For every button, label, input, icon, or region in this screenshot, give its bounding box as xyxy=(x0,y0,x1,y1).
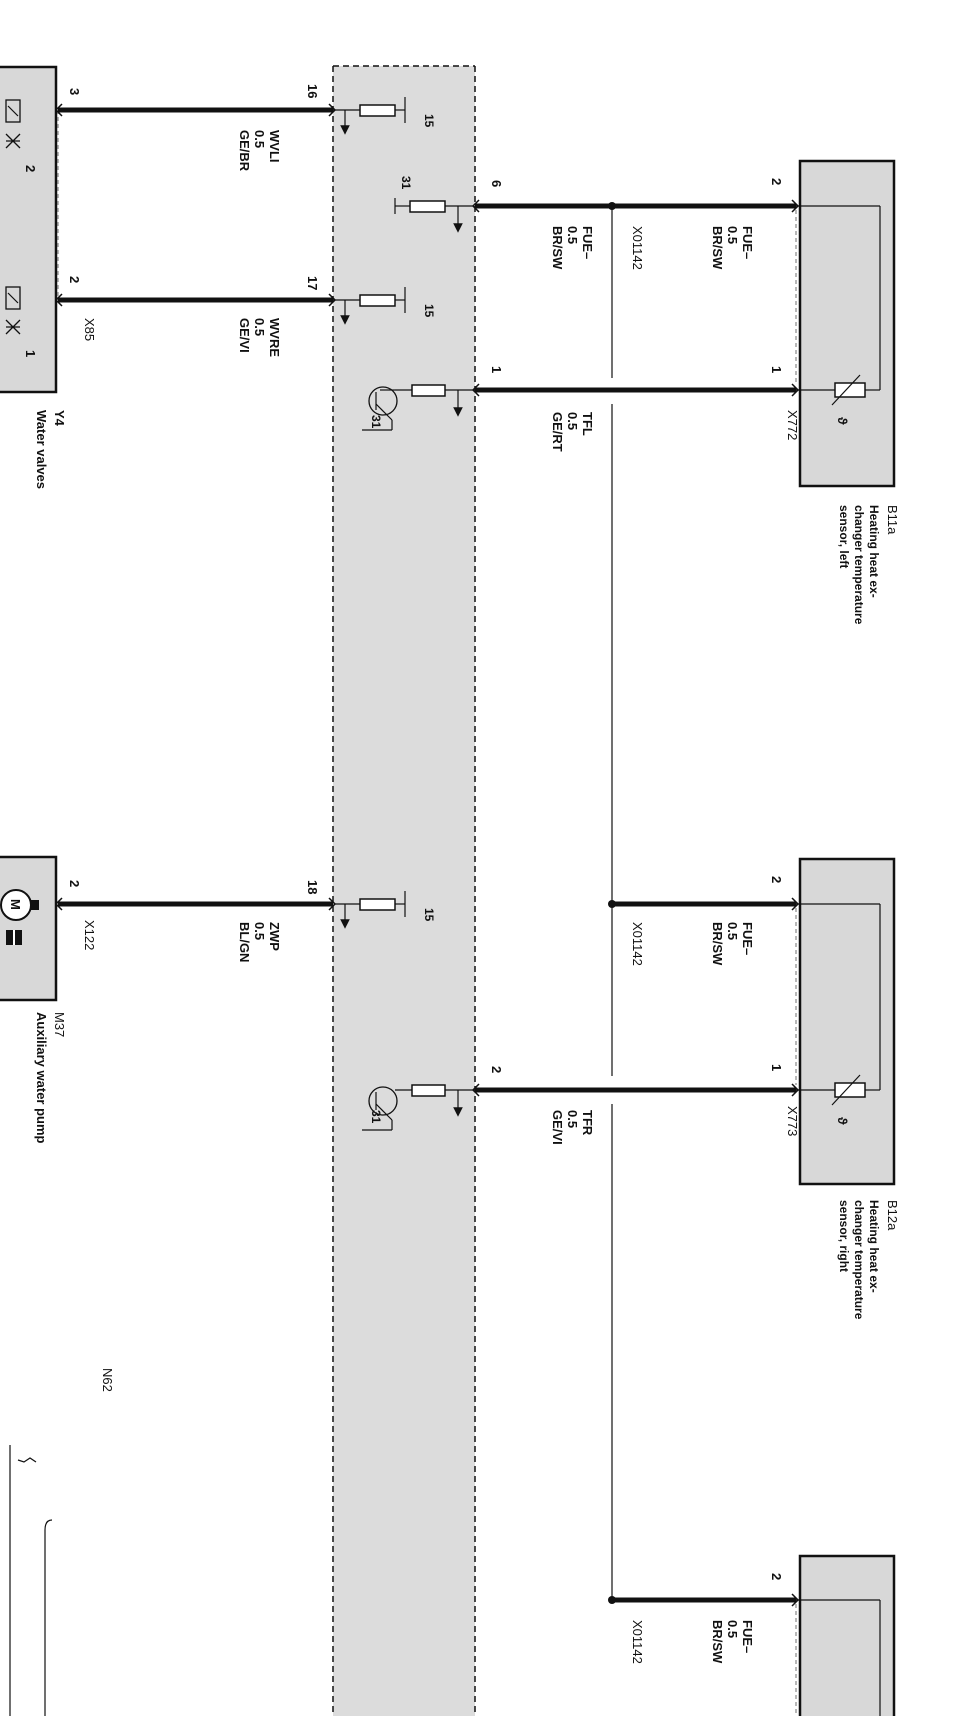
svg-text:GE/VI: GE/VI xyxy=(237,318,252,353)
control-unit-n62 xyxy=(332,65,476,1716)
ecu-internal-circuit xyxy=(335,97,473,1131)
control-unit-ref: N62 xyxy=(100,1368,115,1392)
valve-symbol-1 xyxy=(5,286,21,335)
b12a-name-2: changer temperature xyxy=(852,1200,866,1320)
m37-motor-symbol: M xyxy=(8,899,23,910)
svg-text:GE/VI: GE/VI xyxy=(550,1110,565,1145)
b11a-name-1: Heating heat ex- xyxy=(867,505,881,598)
svg-text:0.5: 0.5 xyxy=(725,226,740,244)
svg-text:FUE–: FUE– xyxy=(580,226,595,259)
b11a-component xyxy=(795,159,896,488)
wire-label-wvre: WVRE 0.5 GE/VI xyxy=(237,318,282,357)
svg-text:BR/SW: BR/SW xyxy=(550,226,565,270)
svg-text:BR/SW: BR/SW xyxy=(710,1620,725,1664)
svg-text:GE/RT: GE/RT xyxy=(550,412,565,452)
m37-component xyxy=(0,855,58,1002)
b12a-theta: ϑ xyxy=(835,1117,850,1125)
svg-text:GE/BR: GE/BR xyxy=(237,130,252,172)
svg-text:BL/GN: BL/GN xyxy=(237,922,252,962)
wire-label-tfr: TFR 0.5 GE/VI xyxy=(550,1110,595,1145)
svg-text:TFR: TFR xyxy=(580,1110,595,1136)
svg-text:WVRE: WVRE xyxy=(267,318,282,357)
wire-label-fue-b11a: FUE– 0.5 BR/SW xyxy=(710,226,755,270)
ecu-pin-2: 2 xyxy=(489,1066,504,1073)
svg-text:0.5: 0.5 xyxy=(252,922,267,940)
splice-label-2: X01142 xyxy=(630,922,645,966)
b12a-pin-1: 1 xyxy=(769,1064,784,1071)
b12a-component xyxy=(795,857,896,1186)
wire-label-fue-ecu: FUE– 0.5 BR/SW xyxy=(550,226,595,270)
b11a-name-3: sensor, left xyxy=(837,505,851,568)
ecu-pin-17: 17 xyxy=(305,276,320,290)
svg-text:BR/SW: BR/SW xyxy=(710,226,725,270)
ecu-t31-a: 31 xyxy=(399,176,413,190)
y4-name: Water valves xyxy=(34,410,49,489)
y4-connector: X85 xyxy=(82,318,97,341)
m37-connector: X122 xyxy=(82,920,97,950)
b11a-name-2: changer temperature xyxy=(852,505,866,625)
svg-text:WVLI: WVLI xyxy=(267,130,282,163)
b13-pin-2: 2 xyxy=(769,1573,784,1580)
y4-ref: Y4 xyxy=(52,410,67,427)
b12a-name-1: Heating heat ex- xyxy=(867,1200,881,1293)
b11a-connector: X772 xyxy=(785,410,800,440)
connector-chevrons xyxy=(54,103,800,1607)
wire-label-fue-b12a: FUE– 0.5 BR/SW xyxy=(710,922,755,966)
svg-text:ZWP: ZWP xyxy=(267,922,282,951)
y4-pin-3: 3 xyxy=(67,88,82,95)
ecu-t15-b: 15 xyxy=(422,304,436,318)
svg-text:FUE–: FUE– xyxy=(740,226,755,259)
wire-label-wvli: WVLI 0.5 GE/BR xyxy=(237,130,282,172)
svg-text:0.5: 0.5 xyxy=(252,130,267,148)
b13-component xyxy=(795,1554,896,1716)
m37-name: Auxiliary water pump xyxy=(34,1012,49,1144)
ecu-t31-b: 31 xyxy=(369,415,383,429)
m37-pin-2: 2 xyxy=(67,880,82,887)
svg-text:TFL: TFL xyxy=(580,412,595,436)
ecu-t15-a: 15 xyxy=(422,114,436,128)
b12a-ref: B12a xyxy=(885,1200,900,1231)
ecu-pin-1: 1 xyxy=(489,366,504,373)
control-unit-outline xyxy=(9,1445,53,1716)
ecu-t31-c: 31 xyxy=(369,1110,383,1124)
b12a-name-3: sensor, right xyxy=(837,1200,851,1272)
b11a-ref: B11a xyxy=(885,505,900,535)
valve-symbol-2 xyxy=(5,99,21,149)
ecu-pin-16: 16 xyxy=(305,84,320,98)
b12a-connector: X773 xyxy=(785,1106,800,1136)
m37-ref: M37 xyxy=(52,1012,67,1037)
b12a-pin-2: 2 xyxy=(769,876,784,883)
y4-valve-2: 2 xyxy=(23,165,38,172)
svg-text:FUE–: FUE– xyxy=(740,922,755,955)
splice-label-1: X01142 xyxy=(630,226,645,270)
splice-label-3: X01142 xyxy=(630,1620,645,1664)
svg-text:FUE–: FUE– xyxy=(740,1620,755,1653)
b11a-theta: ϑ xyxy=(835,417,850,425)
ecu-pin-18: 18 xyxy=(305,880,320,894)
wire-label-fue-b13: FUE– 0.5 BR/SW xyxy=(710,1620,755,1664)
svg-text:BR/SW: BR/SW xyxy=(710,922,725,966)
svg-text:0.5: 0.5 xyxy=(565,412,580,430)
svg-text:0.5: 0.5 xyxy=(252,318,267,336)
svg-text:0.5: 0.5 xyxy=(565,226,580,244)
wire-label-zwp: ZWP 0.5 BL/GN xyxy=(237,922,282,962)
b11a-pin-1: 1 xyxy=(769,366,784,373)
wire-label-tfl: TFL 0.5 GE/RT xyxy=(550,412,595,452)
b11a-pin-2: 2 xyxy=(769,178,784,185)
y4-component xyxy=(0,65,59,394)
ecu-pin-6: 6 xyxy=(489,180,504,187)
svg-text:0.5: 0.5 xyxy=(725,922,740,940)
ecu-t15-c: 15 xyxy=(422,908,436,922)
y4-pin-2: 2 xyxy=(67,276,82,283)
svg-text:0.5: 0.5 xyxy=(725,1620,740,1638)
wires xyxy=(58,107,796,1603)
y4-valve-1: 1 xyxy=(23,350,38,357)
svg-text:0.5: 0.5 xyxy=(565,1110,580,1128)
